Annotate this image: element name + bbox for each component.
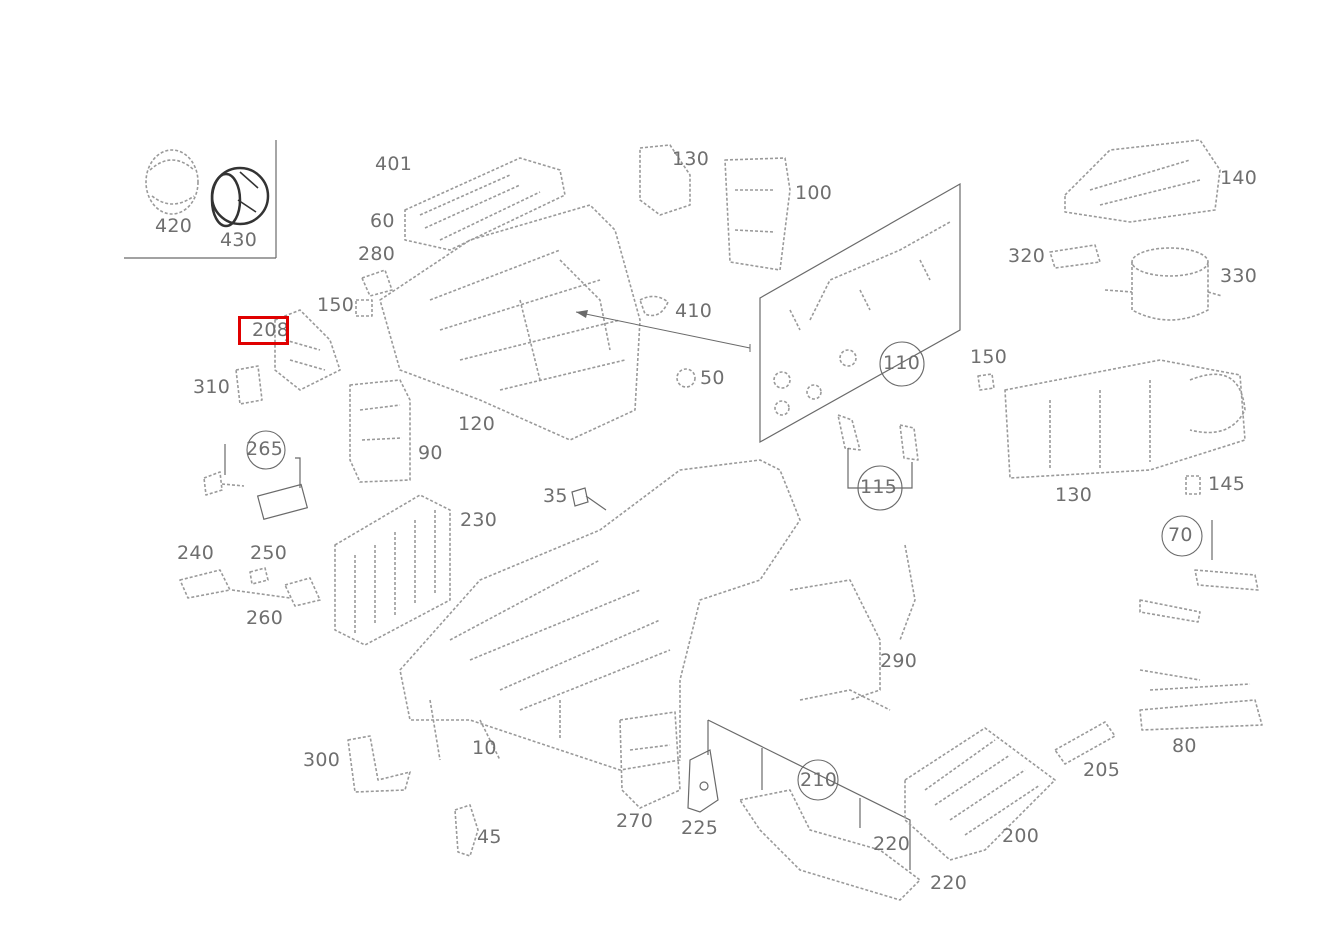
part-310-drawing[interactable] [235,365,263,405]
part-label-70[interactable]: 70 [1168,524,1193,546]
part-205-drawing[interactable] [1054,721,1116,765]
part-70-drawing[interactable] [1139,515,1259,681]
part-label-208[interactable]: 208 [252,319,290,341]
part-label-130-top[interactable]: 130 [672,148,710,170]
part-130-top-drawing[interactable] [639,144,691,216]
part-label-120[interactable]: 120 [458,413,496,435]
part-label-220-lower[interactable]: 220 [930,872,968,894]
part-130-right-drawing[interactable] [1004,359,1246,479]
part-label-35[interactable]: 35 [543,485,568,507]
part-label-60[interactable]: 60 [370,210,395,232]
part-label-230[interactable]: 230 [460,509,498,531]
part-label-430[interactable]: 430 [220,229,258,251]
part-280-drawing[interactable] [361,269,393,297]
part-150-left-drawing[interactable] [355,299,373,317]
leader-arrow-to-120 [575,310,751,352]
part-label-115[interactable]: 115 [860,476,898,498]
part-label-140[interactable]: 140 [1220,167,1258,189]
part-110-kit-panel[interactable] [759,182,961,444]
part-210-drawing[interactable] [707,719,921,901]
part-label-260[interactable]: 260 [246,607,284,629]
part-225-drawing[interactable] [687,749,719,813]
part-label-401[interactable]: 401 [375,153,413,175]
part-label-310[interactable]: 310 [193,376,231,398]
part-label-220-upper[interactable]: 220 [873,833,911,855]
part-270-drawing[interactable] [619,711,681,809]
part-label-270[interactable]: 270 [616,810,654,832]
part-320-drawing[interactable] [1049,244,1101,269]
part-label-110[interactable]: 110 [883,352,921,374]
part-140-drawing[interactable] [1064,139,1221,223]
part-150-right-drawing[interactable] [977,373,995,391]
part-label-300[interactable]: 300 [303,749,341,771]
part-label-205[interactable]: 205 [1083,759,1121,781]
part-200-drawing[interactable] [904,727,1056,861]
part-90-drawing[interactable] [349,379,411,483]
part-label-130-right[interactable]: 130 [1055,484,1093,506]
part-120-drawing[interactable] [379,204,641,441]
part-420-drawing [145,149,199,215]
inset-frame [124,140,277,259]
part-label-50[interactable]: 50 [700,367,725,389]
part-label-90[interactable]: 90 [418,442,443,464]
part-430-drawing[interactable] [210,166,270,228]
part-label-145[interactable]: 145 [1208,473,1246,495]
part-35-drawing[interactable] [571,487,607,511]
part-50-drawing[interactable] [676,368,696,388]
part-label-80[interactable]: 80 [1172,735,1197,757]
highlight-box-208[interactable] [238,316,289,345]
part-330-drawing[interactable] [1104,247,1223,321]
part-label-240[interactable]: 240 [177,542,215,564]
part-label-10[interactable]: 10 [472,737,497,759]
part-label-200[interactable]: 200 [1002,825,1040,847]
part-60-drawing[interactable] [404,157,566,251]
part-300-drawing[interactable] [347,735,411,793]
part-label-420[interactable]: 420 [155,215,193,237]
part-label-210[interactable]: 210 [800,769,838,791]
part-label-45[interactable]: 45 [477,826,502,848]
part-410-drawing[interactable] [639,295,669,317]
part-label-150-right[interactable]: 150 [970,346,1008,368]
part-45-drawing[interactable] [454,804,479,857]
part-80-drawing[interactable] [1139,683,1263,731]
part-label-100[interactable]: 100 [795,182,833,204]
part-label-225[interactable]: 225 [681,817,719,839]
part-100-drawing[interactable] [724,157,791,271]
part-230-drawing[interactable] [334,494,451,646]
part-265-drawing[interactable] [203,430,309,521]
part-label-265[interactable]: 265 [246,438,284,460]
part-10-drawing[interactable] [399,459,801,771]
part-250-260-drawing[interactable] [231,567,321,607]
part-115-drawing[interactable] [837,414,919,511]
part-240-drawing[interactable] [179,569,231,599]
part-208-drawing[interactable] [274,309,341,391]
part-label-290[interactable]: 290 [880,650,918,672]
part-label-280[interactable]: 280 [358,243,396,265]
part-label-330[interactable]: 330 [1220,265,1258,287]
part-label-250[interactable]: 250 [250,542,288,564]
part-label-150-left[interactable]: 150 [317,294,355,316]
part-label-410[interactable]: 410 [675,300,713,322]
part-145-drawing[interactable] [1185,475,1201,495]
part-290-drawing[interactable] [789,544,916,711]
part-label-320[interactable]: 320 [1008,245,1046,267]
